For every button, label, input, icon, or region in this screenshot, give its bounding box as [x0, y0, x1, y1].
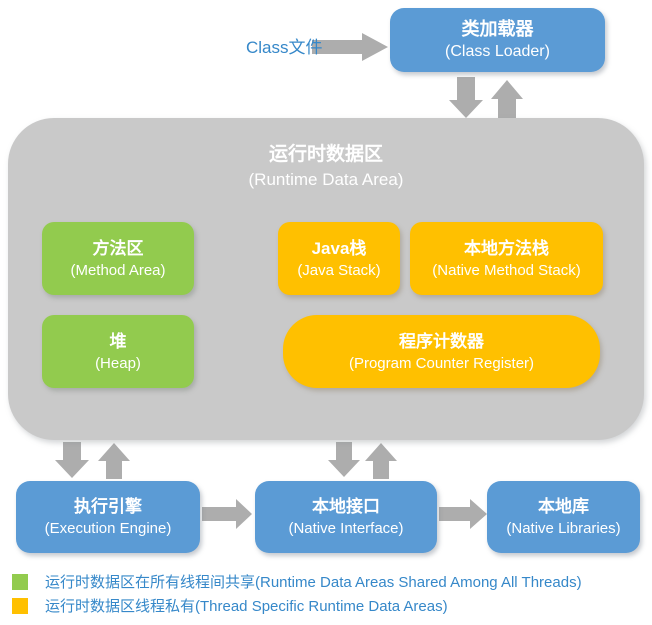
- legend-row-thread-private: 运行时数据区线程私有(Thread Specific Runtime Data …: [12, 595, 448, 616]
- node-heap-title: 堆: [109, 331, 127, 351]
- arrow-up-icon-runtime-to-classloader: [491, 80, 523, 118]
- arrow-down-icon-runtime-to-execution-engine: [55, 442, 89, 478]
- node-native-libraries: 本地库 (Native Libraries): [487, 481, 640, 553]
- node-class-loader-title: 类加载器: [461, 19, 534, 39]
- node-method-area: 方法区 (Method Area): [42, 222, 194, 295]
- node-method-area-subtitle: (Method Area): [70, 261, 166, 279]
- node-class-loader-subtitle: (Class Loader): [445, 43, 550, 61]
- node-native-method-stack-title: 本地方法栈: [464, 238, 549, 258]
- runtime-data-area-title-en: (Runtime Data Area): [248, 169, 404, 189]
- node-java-stack-title: Java栈: [311, 238, 367, 258]
- node-native-method-stack-subtitle: (Native Method Stack): [432, 261, 581, 279]
- node-execution-engine-subtitle: (Execution Engine): [44, 520, 172, 538]
- node-native-libraries-subtitle: (Native Libraries): [506, 520, 621, 538]
- node-native-interface-title: 本地接口: [312, 497, 380, 517]
- legend-thread-private-label: 运行时数据区线程私有(Thread Specific Runtime Data …: [45, 598, 448, 615]
- arrow-right-icon-classfile-to-classloader: [312, 33, 388, 61]
- arrow-up-icon-execution-engine-to-runtime: [98, 443, 130, 479]
- class-file-label: Class文件: [246, 38, 323, 57]
- runtime-data-area-title: 运行时数据区 (Runtime Data Area): [8, 142, 644, 191]
- node-heap-subtitle: (Heap): [95, 354, 141, 372]
- legend-green-swatch-icon: [12, 573, 28, 590]
- node-java-stack: Java栈 (Java Stack): [278, 222, 400, 295]
- node-native-interface-subtitle: (Native Interface): [288, 520, 404, 538]
- node-java-stack-subtitle: (Java Stack): [297, 261, 381, 279]
- legend-orange-swatch-icon: [12, 597, 28, 614]
- node-class-loader: 类加载器 (Class Loader): [390, 8, 605, 72]
- node-program-counter-subtitle: (Program Counter Register): [348, 354, 535, 372]
- legend-row-shared: 运行时数据区在所有线程间共享(Runtime Data Areas Shared…: [12, 571, 582, 592]
- arrow-right-icon-execution-engine-to-native-interface: [202, 499, 252, 529]
- node-native-libraries-title: 本地库: [538, 497, 589, 517]
- node-program-counter-title: 程序计数器: [399, 331, 484, 351]
- node-execution-engine-title: 执行引擎: [74, 497, 142, 517]
- arrow-down-icon-runtime-to-native-interface: [328, 442, 360, 477]
- node-method-area-title: 方法区: [92, 238, 144, 258]
- arrow-right-icon-native-interface-to-native-libraries: [439, 499, 487, 529]
- node-execution-engine: 执行引擎 (Execution Engine): [16, 481, 200, 553]
- node-native-method-stack: 本地方法栈 (Native Method Stack): [410, 222, 603, 295]
- runtime-data-area-title-zh: 运行时数据区: [268, 144, 383, 165]
- node-program-counter-register: 程序计数器 (Program Counter Register): [283, 315, 600, 388]
- node-native-interface: 本地接口 (Native Interface): [255, 481, 437, 553]
- legend-shared-label: 运行时数据区在所有线程间共享(Runtime Data Areas Shared…: [45, 574, 582, 591]
- arrow-up-icon-native-interface-to-runtime: [365, 443, 397, 479]
- arrow-down-icon-classloader-to-runtime: [449, 77, 483, 118]
- node-heap: 堆 (Heap): [42, 315, 194, 388]
